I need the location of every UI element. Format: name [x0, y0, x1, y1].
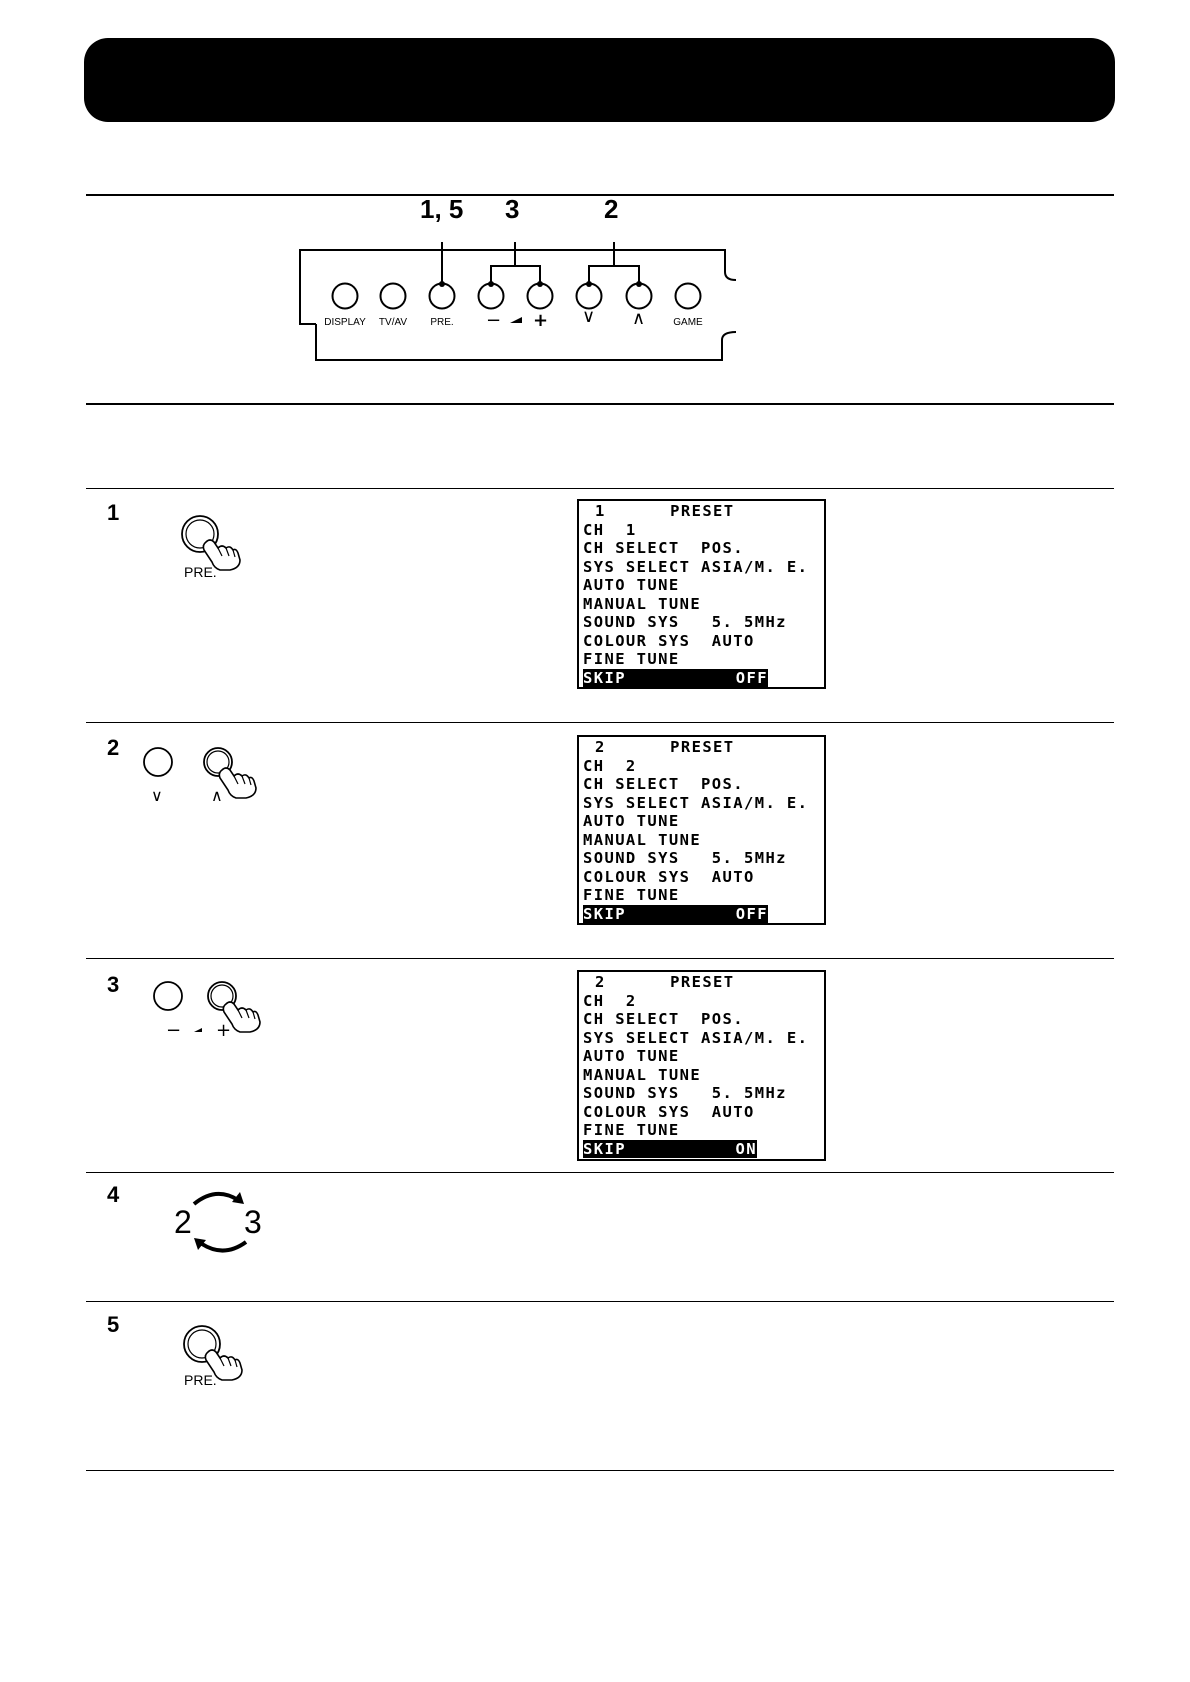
callout-3: 3 — [505, 194, 520, 224]
osd-line: MANUAL TUNE — [583, 830, 702, 849]
osd-line: CH SELECT POS. — [583, 539, 744, 557]
title-bar — [84, 38, 1115, 122]
divider — [86, 1172, 1114, 1173]
hand-press-icon — [143, 747, 257, 799]
step-3-plus-button[interactable]: + — [216, 1020, 232, 1041]
step-2-buttons: ∨ ∧ — [142, 744, 282, 814]
osd-line: FINE TUNE — [583, 1121, 680, 1139]
tvav-button[interactable]: TV/AV — [378, 317, 408, 328]
step-3-minus-button[interactable]: − — [166, 1020, 182, 1041]
osd-skip-label: SKIP — [583, 668, 626, 687]
osd-line: FINE TUNE — [583, 886, 680, 904]
minus-button-shape — [477, 282, 505, 310]
divider — [86, 488, 1114, 489]
pre-button[interactable]: PRE. — [430, 317, 454, 328]
step-1-pre-label: PRE. — [184, 564, 217, 580]
osd-line: MANUAL TUNE — [583, 594, 702, 613]
osd-highlight-row: SKIP OFF — [583, 904, 820, 923]
step-1-osd-screen: 1 PRESET CH 1 CH SELECT POS. SYS SELECT … — [577, 499, 826, 689]
osd-line: 2 PRESET — [595, 738, 735, 756]
game-button[interactable]: GAME — [673, 317, 703, 328]
down-button[interactable]: ∨ — [582, 306, 596, 327]
display-button[interactable]: DISPLAY — [324, 317, 366, 328]
step-4-loop-3: 3 — [244, 1204, 262, 1240]
osd-skip-label: SKIP — [583, 904, 626, 923]
osd-highlight-row: SKIP OFF — [583, 668, 820, 687]
osd-line: CH SELECT POS. — [583, 775, 744, 793]
step-4-loop-2: 2 — [174, 1204, 192, 1240]
osd-highlight-row: SKIP ON — [583, 1139, 820, 1158]
loop-arrows-icon — [192, 1192, 248, 1253]
osd-line: AUTO TUNE — [583, 812, 680, 830]
divider — [86, 403, 1114, 405]
hand-press-icon — [181, 515, 241, 571]
osd-line: SOUND SYS 5. 5MHz — [583, 1084, 787, 1102]
osd-line: SOUND SYS 5. 5MHz — [583, 613, 787, 631]
step-1-number: 1 — [107, 500, 120, 525]
osd-line: AUTO TUNE — [583, 1047, 680, 1065]
osd-line: CH 2 — [583, 756, 637, 775]
tvav-button-shape — [379, 282, 407, 310]
down-button-shape — [575, 282, 603, 310]
osd-line: SOUND SYS 5. 5MHz — [583, 849, 787, 867]
step-3-number: 3 — [107, 972, 120, 997]
plus-button-shape — [526, 282, 554, 310]
osd-line: 2 PRESET — [595, 973, 735, 991]
front-panel-diagram: 1, 5 3 2 DISPLAY TV/AV PRE. − + ∨ ∧ GAME — [290, 194, 750, 370]
osd-skip-label: SKIP — [583, 1139, 626, 1158]
up-button[interactable]: ∧ — [632, 308, 646, 329]
callout-2: 2 — [604, 194, 619, 224]
game-button-shape — [674, 282, 702, 310]
osd-line: CH 2 — [583, 991, 637, 1010]
up-button-shape — [625, 282, 653, 310]
osd-line: MANUAL TUNE — [583, 1065, 702, 1084]
step-5-number: 5 — [107, 1312, 120, 1337]
hand-press-icon — [153, 981, 261, 1033]
osd-skip-value: OFF — [735, 904, 768, 923]
step-4-loop-diagram: 2 3 — [172, 1182, 272, 1262]
minus-button[interactable]: − — [486, 310, 502, 331]
step-1-pre-button[interactable]: PRE. — [176, 512, 256, 582]
step-4-number: 4 — [107, 1182, 120, 1207]
osd-line: COLOUR SYS AUTO — [583, 1102, 755, 1121]
divider — [86, 194, 1114, 196]
osd-line: CH 1 — [583, 520, 637, 539]
plus-button[interactable]: + — [533, 310, 549, 331]
volume-wedge-icon — [194, 1028, 202, 1032]
osd-line: SYS SELECT ASIA/M. E. — [583, 557, 809, 576]
step-3-osd-screen: 2 PRESET CH 2 CH SELECT POS. SYS SELECT … — [577, 970, 826, 1161]
divider — [86, 722, 1114, 723]
osd-line: SYS SELECT ASIA/M. E. — [583, 793, 809, 812]
hand-press-icon — [183, 1325, 243, 1381]
step-2-down-button[interactable]: ∨ — [151, 786, 163, 805]
volume-wedge-icon — [510, 317, 522, 323]
step-2-up-button[interactable]: ∧ — [211, 786, 223, 805]
step-2-number: 2 — [107, 735, 120, 760]
step-3-buttons: − + — [152, 980, 282, 1050]
step-2-osd-screen: 2 PRESET CH 2 CH SELECT POS. SYS SELECT … — [577, 735, 826, 925]
front-panel-outline — [299, 242, 737, 361]
step-5-pre-label: PRE. — [184, 1372, 217, 1388]
osd-line: FINE TUNE — [583, 650, 680, 668]
osd-line: COLOUR SYS AUTO — [583, 631, 755, 650]
display-button-shape — [331, 282, 359, 310]
osd-line: AUTO TUNE — [583, 576, 680, 594]
divider — [86, 1301, 1114, 1302]
divider — [86, 958, 1114, 959]
osd-line: SYS SELECT ASIA/M. E. — [583, 1028, 809, 1047]
callout-1-5: 1, 5 — [420, 194, 464, 224]
osd-line: CH SELECT POS. — [583, 1010, 744, 1028]
pre-button-shape — [428, 282, 456, 310]
osd-skip-value: OFF — [735, 668, 768, 687]
divider — [86, 1470, 1114, 1471]
osd-line: 1 PRESET — [595, 502, 735, 520]
osd-skip-value: ON — [735, 1139, 757, 1158]
step-5-pre-button[interactable]: PRE. — [178, 1322, 258, 1392]
osd-line: COLOUR SYS AUTO — [583, 867, 755, 886]
